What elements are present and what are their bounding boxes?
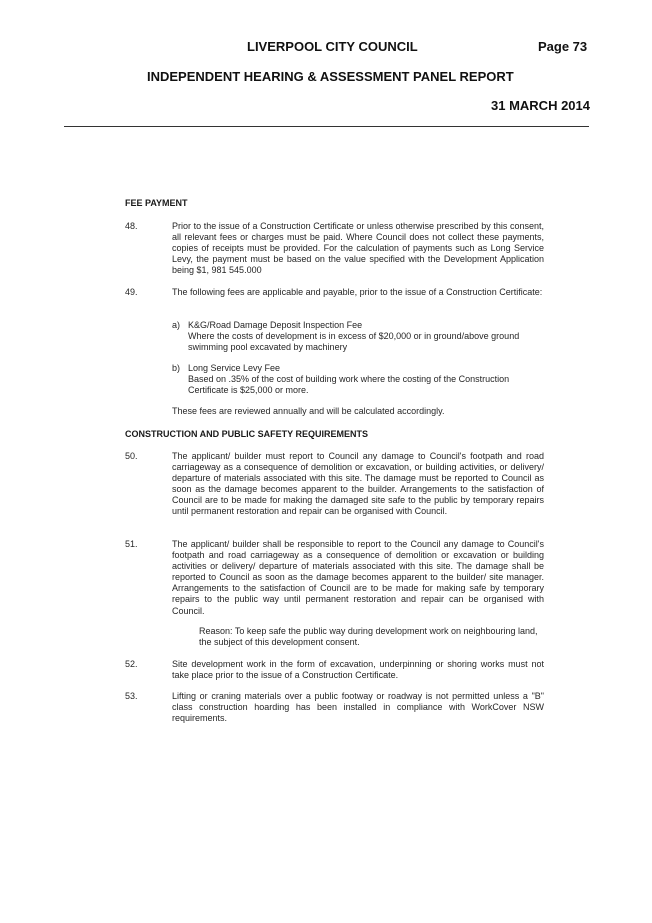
closing-note: These fees are reviewed annually and wil… xyxy=(172,406,445,416)
clause-text: Site development work in the form of exc… xyxy=(172,659,544,681)
sub-item-text: Based on .35% of the cost of building wo… xyxy=(188,374,510,396)
section-heading-construction-safety: CONSTRUCTION AND PUBLIC SAFETY REQUIREME… xyxy=(125,429,369,439)
clause-text: The applicant/ builder shall be responsi… xyxy=(172,539,544,616)
clause-text: The following fees are applicable and pa… xyxy=(172,287,543,297)
clause-number: 53. xyxy=(125,691,138,701)
sub-item-title: K&G/Road Damage Deposit Inspection Fee xyxy=(188,320,363,330)
section-heading-fee-payment: FEE PAYMENT xyxy=(125,198,188,208)
clause-number: 49. xyxy=(125,287,138,297)
sub-item-title: Long Service Levy Fee xyxy=(188,363,281,373)
page-number: Page 73 xyxy=(538,39,588,54)
clause-text: Prior to the issue of a Construction Cer… xyxy=(172,221,544,276)
header-divider xyxy=(64,126,589,127)
sub-item-text: Where the costs of development is in exc… xyxy=(188,331,520,353)
clause-number: 50. xyxy=(125,451,138,461)
report-date: 31 MARCH 2014 xyxy=(491,98,590,113)
clause-number: 51. xyxy=(125,539,138,549)
sub-item-letter: a) xyxy=(172,320,181,330)
clause-number: 48. xyxy=(125,221,138,231)
clause-number: 52. xyxy=(125,659,138,669)
council-name: LIVERPOOL CITY COUNCIL xyxy=(247,39,418,54)
report-title: INDEPENDENT HEARING & ASSESSMENT PANEL R… xyxy=(147,69,514,84)
clause-text: The applicant/ builder must report to Co… xyxy=(172,451,544,517)
reason-note: Reason: To keep safe the public way duri… xyxy=(199,626,538,648)
clause-text: Lifting or craning materials over a publ… xyxy=(172,691,544,724)
sub-item-letter: b) xyxy=(172,363,181,373)
